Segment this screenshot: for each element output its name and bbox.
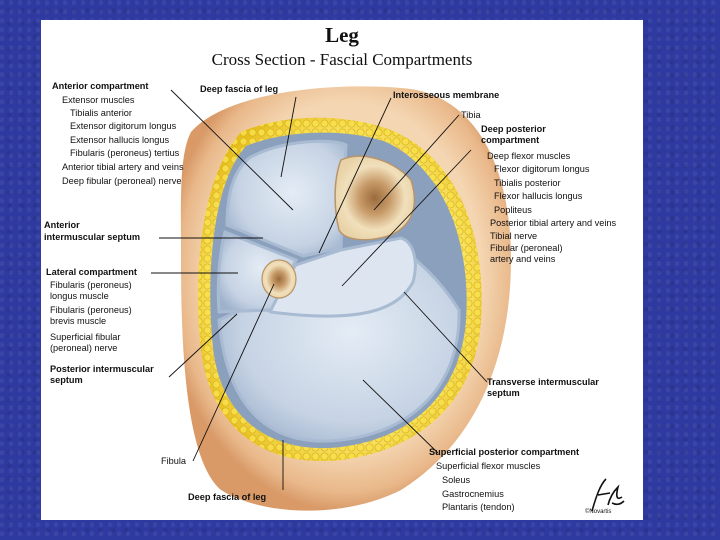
label-tibialis-anterior: Tibialis anterior: [70, 108, 132, 118]
label-anterior-septum-line1: Anterior: [44, 220, 80, 230]
figure-title: Leg: [325, 23, 359, 47]
leader-posterior-septum: [168, 313, 238, 378]
label-extensor-muscles: Extensor muscles: [62, 95, 135, 105]
label-fibular-artery-line2: artery and veins: [490, 254, 556, 264]
label-superficial-posterior-compartment: Superficial posterior compartment: [429, 447, 580, 457]
figure-panel: Leg Cross Section - Fascial Compartments…: [41, 20, 643, 520]
leg-cross-section-illustration: [151, 86, 511, 511]
label-anterior-compartment: Anterior compartment: [52, 81, 149, 91]
label-flexor-hallucis-longus: Flexor hallucis longus: [494, 191, 583, 201]
figure-subtitle: Cross Section - Fascial Compartments: [211, 50, 473, 69]
label-extensor-hallucis-longus: Extensor hallucis longus: [70, 135, 170, 145]
label-soleus: Soleus: [442, 475, 471, 485]
label-deep-posterior-line2: compartment: [481, 135, 540, 145]
leader-interosseous-membrane: [318, 97, 392, 254]
label-interosseous-membrane: Interosseous membrane: [393, 90, 500, 100]
leader-deep-posterior: [341, 149, 472, 287]
label-superficial-fibular-line2: (peroneal) nerve: [50, 343, 118, 353]
label-fibularis-brevis-line2: brevis muscle: [50, 316, 107, 326]
label-plantaris: Plantaris (tendon): [442, 502, 515, 512]
tibia-bone: [334, 155, 416, 241]
label-fibular-artery-line1: Fibular (peroneal): [490, 243, 563, 253]
leader-fibula: [192, 283, 275, 462]
label-fibularis-tertius: Fibularis (peroneus) tertius: [70, 148, 180, 158]
label-transverse-septum-line2: septum: [487, 388, 520, 398]
label-tibia: Tibia: [461, 110, 481, 120]
label-superficial-fibular-line1: Superficial fibular: [50, 332, 121, 342]
copyright-notice: ©Novartis: [585, 509, 612, 515]
label-deep-fascia-top: Deep fascia of leg: [200, 84, 279, 94]
artist-signature: [591, 478, 625, 512]
fibula-bone: [261, 259, 297, 299]
label-flexor-digitorum-longus: Flexor digitorum longus: [494, 164, 590, 174]
label-posterior-septum-line2: septum: [50, 375, 83, 385]
label-fibularis-longus-line1: Fibularis (peroneus): [50, 280, 132, 290]
label-deep-fascia-bottom: Deep fascia of leg: [188, 492, 267, 502]
label-transverse-septum-line1: Transverse intermuscular: [487, 377, 599, 387]
label-fibularis-brevis-line1: Fibularis (peroneus): [50, 305, 132, 315]
leader-lines: [151, 89, 488, 490]
label-gastrocnemius: Gastrocnemius: [442, 489, 504, 499]
label-tibial-nerve: Tibial nerve: [490, 231, 538, 241]
leader-superficial-posterior: [362, 379, 439, 454]
label-anterior-tibial-artery: Anterior tibial artery and veins: [62, 162, 184, 172]
leader-anterior-compartment: [170, 89, 294, 211]
label-tibialis-posterior: Tibialis posterior: [494, 178, 561, 188]
leader-transverse-septum: [403, 291, 488, 383]
label-deep-fibular-nerve: Deep fibular (peroneal) nerve: [62, 176, 182, 186]
label-fibula: Fibula: [161, 456, 187, 466]
label-deep-posterior-line1: Deep posterior: [481, 124, 546, 134]
label-superficial-flexor-muscles: Superficial flexor muscles: [436, 461, 541, 471]
label-fibularis-longus-line2: longus muscle: [50, 291, 109, 301]
leader-tibia: [373, 114, 460, 211]
label-anterior-septum-line2: intermuscular septum: [44, 232, 140, 242]
label-lateral-compartment: Lateral compartment: [46, 267, 137, 277]
label-popliteus: Popliteus: [494, 205, 532, 215]
label-extensor-digitorum-longus: Extensor digitorum longus: [70, 121, 177, 131]
label-deep-flexor-muscles: Deep flexor muscles: [487, 151, 571, 161]
label-posterior-tibial-artery: Posterior tibial artery and veins: [490, 218, 617, 228]
deep-posterior-compartment-shape: [260, 236, 417, 318]
label-posterior-septum-line1: Posterior intermuscular: [50, 364, 154, 374]
leader-deep-fascia-top: [280, 96, 297, 178]
